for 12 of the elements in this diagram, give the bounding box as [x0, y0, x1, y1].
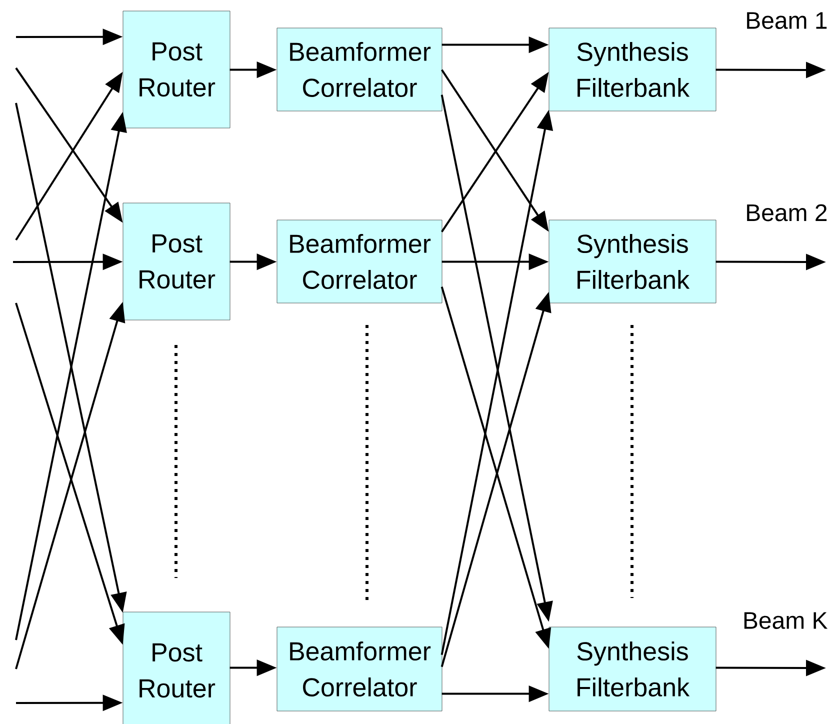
- post-router-box: Post Router: [122, 612, 230, 724]
- beamformer-box: Beamformer Correlator: [276, 626, 442, 712]
- post-router-box: Post Router: [122, 10, 230, 128]
- beamformer-box: Beamformer Correlator: [276, 28, 442, 112]
- filterbank-box: Synthesis Filterbank: [548, 220, 716, 304]
- post-router-box: Post Router: [122, 202, 230, 320]
- beam-label: Beam 1: [747, 12, 827, 29]
- beam-label: Beam K: [744, 612, 828, 629]
- filterbank-box: Synthesis Filterbank: [548, 28, 716, 112]
- filterbank-box: Synthesis Filterbank: [548, 626, 716, 712]
- beam-label: Beam 2: [747, 204, 827, 222]
- beamformer-box: Beamformer Correlator: [276, 220, 442, 304]
